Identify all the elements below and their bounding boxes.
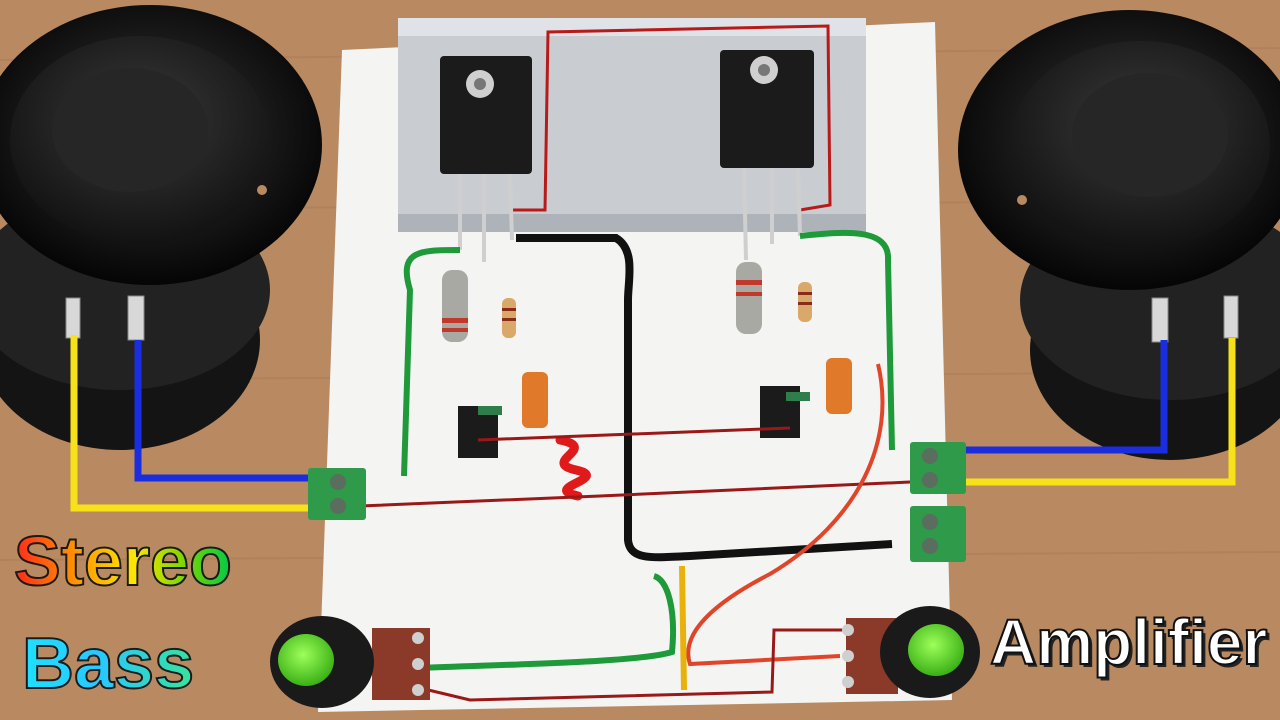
right-diode-icon (786, 392, 810, 401)
right-capacitor-icon (826, 358, 852, 414)
right-power-transistor-icon (720, 50, 814, 261)
caption-amplifier: Amplifier (989, 606, 1268, 678)
right-green-wire (799, 229, 895, 451)
yellow-center-wire (679, 565, 687, 691)
right-speaker-icon (958, 10, 1280, 460)
left-capacitor-icon (522, 372, 548, 428)
caption-stereo: Stereo (13, 522, 233, 600)
caption-bass: Bass (21, 624, 195, 704)
left-potentiometer-icon (270, 616, 430, 708)
left-power-transistor-icon (440, 56, 532, 262)
left-diode-icon (478, 406, 502, 415)
left-power-resistor-icon (442, 270, 468, 342)
right-small-resistor-icon (798, 282, 812, 322)
left-small-resistor-icon (502, 298, 516, 338)
red-pot-wire (419, 628, 850, 702)
left-green-wire (401, 247, 461, 477)
right-power-resistor-icon (736, 262, 762, 334)
left-yellow-wire (70, 335, 318, 512)
input-green-wire (419, 573, 677, 671)
right-terminal-block-icon (910, 442, 966, 494)
right-potentiometer-icon (842, 606, 980, 698)
left-terminal-block-icon (308, 468, 366, 520)
red-signal-wire-1 (477, 426, 791, 442)
right-yellow-wire (960, 338, 1236, 486)
left-blue-wire (134, 340, 318, 482)
black-ground-wire (516, 234, 893, 562)
right-blue-wire (960, 340, 1168, 454)
red-signal-wire-2 (359, 480, 911, 508)
red-coil-icon (555, 435, 591, 501)
red-input-wire (686, 363, 885, 667)
power-terminal-block-icon (910, 506, 966, 562)
red-jumper-wire (512, 24, 832, 212)
